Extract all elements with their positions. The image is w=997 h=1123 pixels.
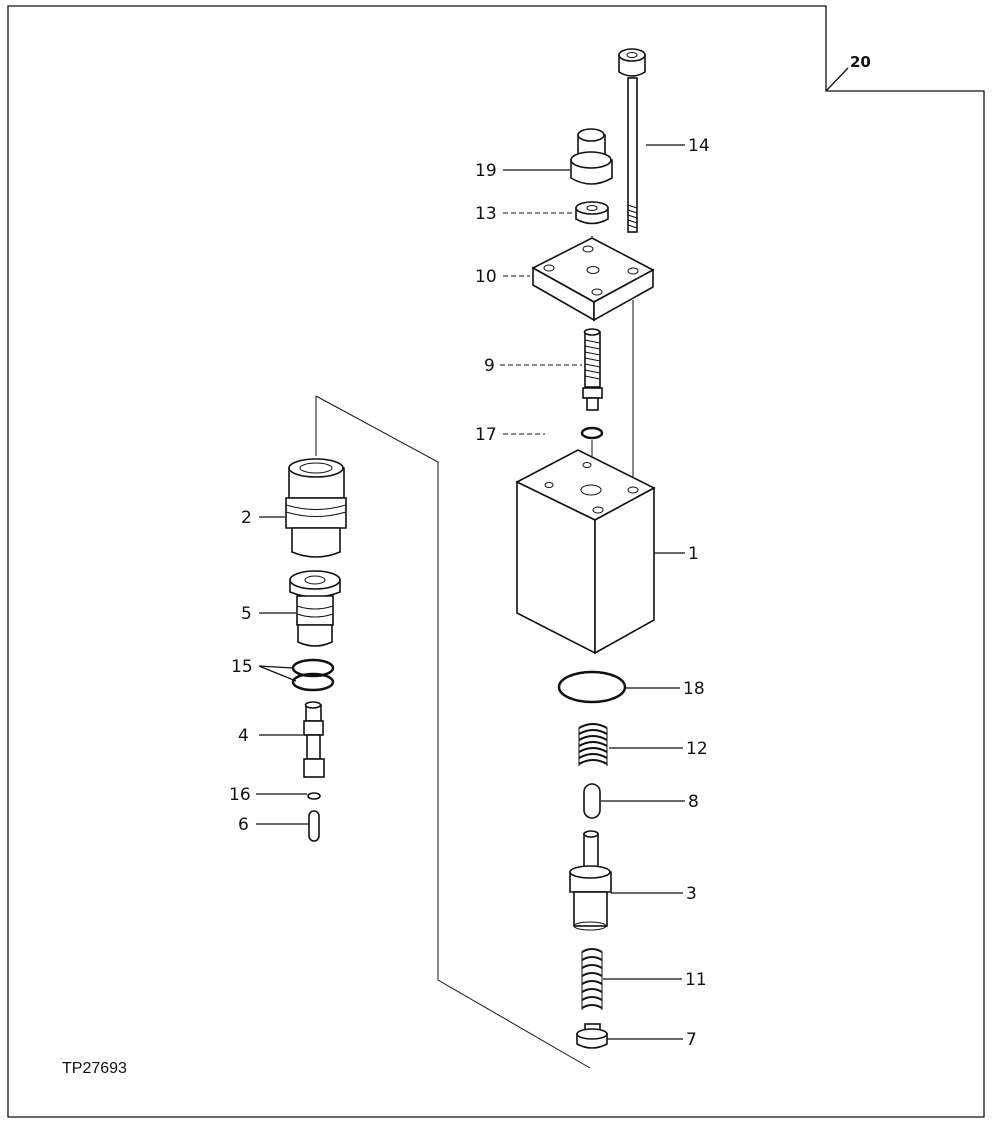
- callout-10: 10: [475, 267, 497, 287]
- callout-4: 4: [238, 726, 249, 746]
- callout-2: 2: [241, 508, 252, 528]
- part-6-pin: [308, 810, 320, 842]
- part-5-housing: [289, 570, 341, 647]
- callout-1: 1: [688, 544, 699, 564]
- callout-18: 18: [683, 679, 705, 699]
- part-4-spool: [303, 701, 325, 778]
- part-10-cover-plate: [531, 237, 655, 322]
- part-13-nut: [575, 201, 609, 225]
- page-tab-leader: [825, 67, 849, 92]
- part-9-adjusting-screw: [582, 328, 603, 411]
- part-19-plug: [570, 128, 613, 185]
- page-number: 20: [850, 53, 871, 71]
- part-15-rings: [291, 658, 335, 692]
- part-18-o-ring: [557, 670, 627, 704]
- assembly-guide-line: [315, 395, 591, 1069]
- part-7-plug: [576, 1023, 608, 1049]
- part-11-spring: [581, 948, 603, 1010]
- part-12-spring: [578, 723, 608, 766]
- callout-6: 6: [238, 815, 249, 835]
- callout-13: 13: [475, 204, 497, 224]
- part-3-poppet: [569, 830, 612, 931]
- callout-3: 3: [686, 884, 697, 904]
- part-8-pin: [583, 783, 601, 819]
- page-border: [7, 5, 985, 1118]
- callout-17: 17: [475, 425, 497, 445]
- callout-12: 12: [686, 739, 708, 759]
- part-17-o-ring: [580, 426, 604, 440]
- callout-19: 19: [475, 161, 497, 181]
- callout-5: 5: [241, 604, 252, 624]
- part-14-cap-screw: [618, 48, 646, 233]
- figure-id: TP27693: [62, 1060, 127, 1077]
- callout-11: 11: [685, 970, 707, 990]
- part-1-valve-body: [515, 449, 656, 655]
- callout-14: 14: [688, 136, 710, 156]
- callout-8: 8: [688, 792, 699, 812]
- part-16-o-ring: [307, 792, 321, 800]
- callout-16: 16: [229, 785, 251, 805]
- callout-7: 7: [686, 1030, 697, 1050]
- part-2-sleeve: [285, 458, 347, 558]
- callout-15: 15: [231, 657, 253, 677]
- callout-9: 9: [484, 356, 495, 376]
- leader-lines: [256, 144, 685, 1040]
